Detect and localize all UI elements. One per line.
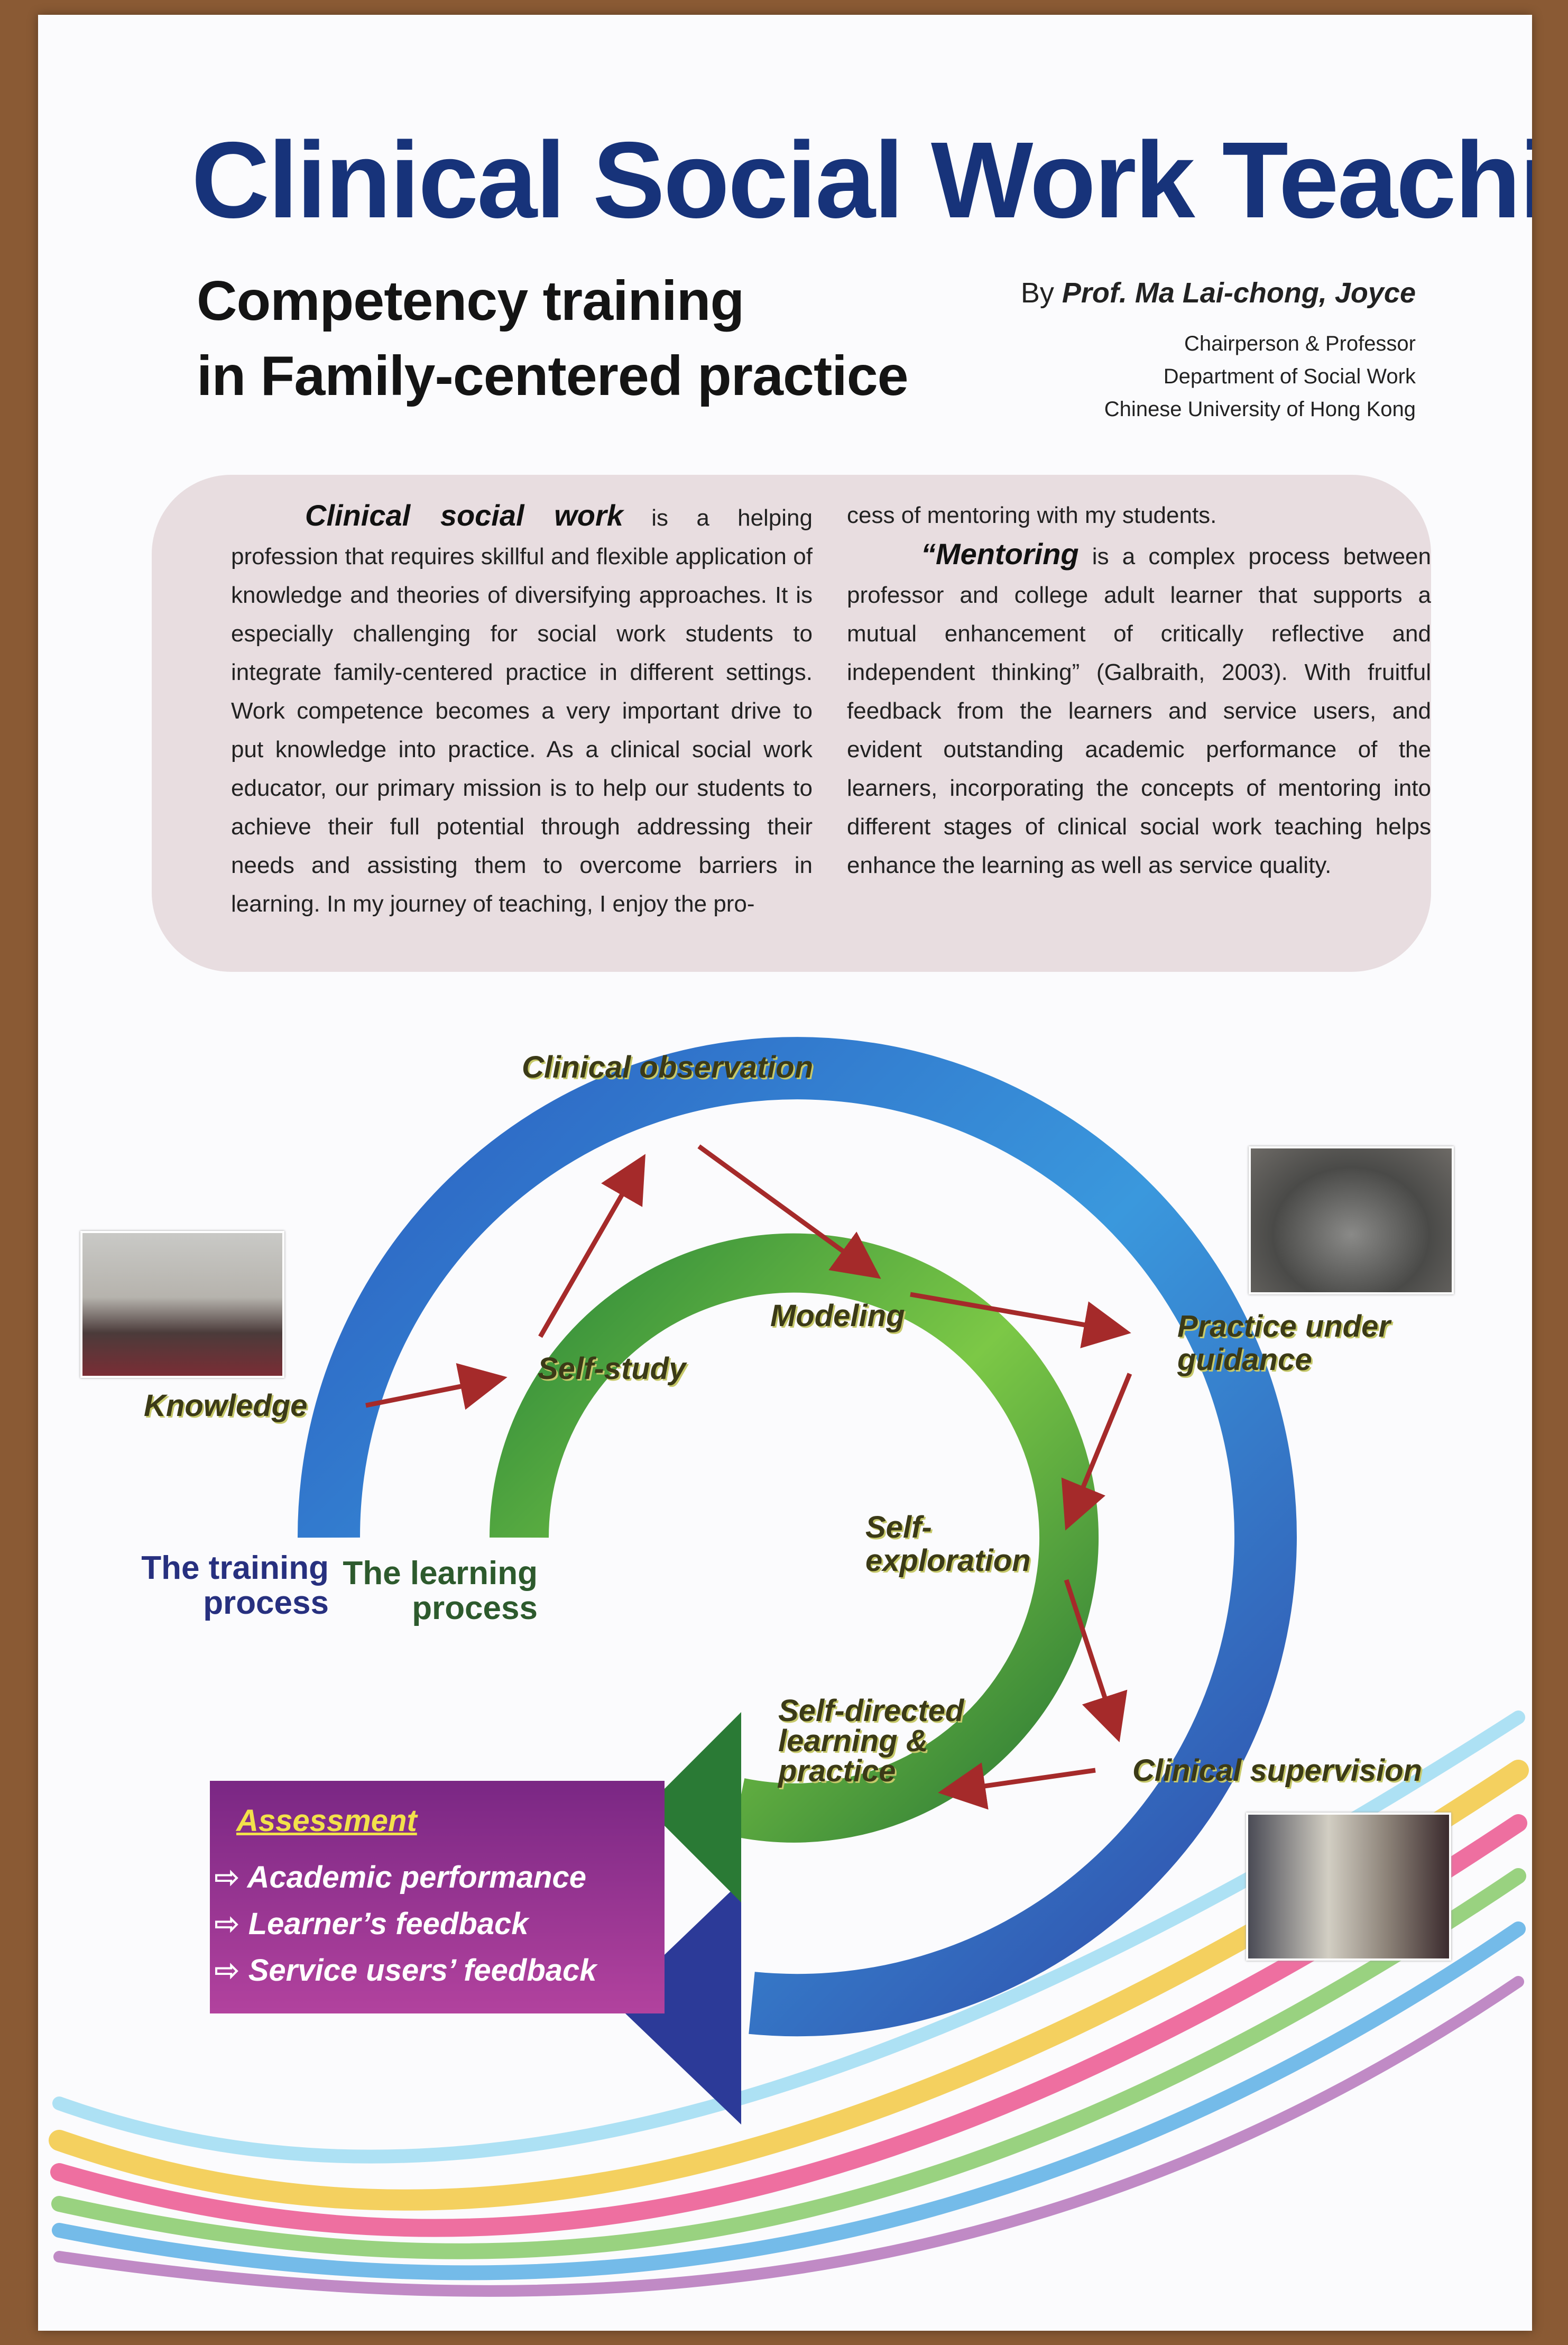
assessment-item-text: Learner’s feedback [248, 1907, 529, 1941]
label-self-directed-line-1: Self-directed [778, 1694, 964, 1728]
learning-process-line-2: process [412, 1589, 538, 1626]
poster-title: Clinical Social Work Teaching [191, 119, 1532, 241]
classroom-lecture-photo [80, 1231, 284, 1378]
intro-left-lead: Clinical social work [305, 499, 623, 532]
training-process-label: The training process [139, 1551, 329, 1620]
assessment-item-learner: ⇨ Learner’s feedback [214, 1906, 529, 1942]
arrow-self-study-to-observation [538, 1154, 645, 1338]
label-self-exploration-line-1: Self- [865, 1510, 932, 1544]
author-byline: By Prof. Ma Lai-chong, Joyce [1021, 277, 1416, 309]
intro-right-column: cess of mentoring with my students. “Men… [847, 496, 1431, 885]
poster: Clinical Social Work Teaching Competency… [38, 15, 1532, 2331]
intro-right-lead: “Mentoring [921, 537, 1079, 571]
label-practice-line-1: Practice under [1177, 1309, 1390, 1344]
label-practice-line-2: guidance [1177, 1342, 1312, 1377]
learning-process-label: The learning process [337, 1556, 538, 1625]
label-self-study: Self-study [538, 1351, 686, 1386]
rainbow-swoosh-decoration [49, 1711, 1529, 2297]
affiliation-department: Department of Social Work [1163, 365, 1416, 388]
group-practice-photo [1249, 1146, 1454, 1294]
byline-prefix: By [1020, 277, 1054, 309]
assessment-item-text: Service users’ feedback [248, 1953, 597, 1988]
subtitle-line-2: in Family-centered practice [197, 345, 909, 408]
intro-right-text: is a complex process between professor a… [847, 544, 1431, 878]
label-clinical-supervision: Clinical supervision [1132, 1753, 1422, 1788]
assessment-item-service-users: ⇨ Service users’ feedback [214, 1952, 597, 1988]
training-process-line-2: process [203, 1584, 329, 1621]
intro-left-column: Clinical social work is a helping profes… [231, 496, 813, 923]
arrow-bullet-icon: ⇨ [214, 1860, 240, 1895]
label-clinical-observation: Clinical observation [522, 1050, 814, 1084]
introduction-box: Clinical social work is a helping profes… [152, 475, 1431, 972]
arrow-practice-to-self-exploration [1061, 1373, 1132, 1531]
arrow-observation-to-modeling [697, 1144, 881, 1279]
learning-process-line-1: The learning [343, 1555, 538, 1592]
intro-left-text: is a helping profession that requires sk… [231, 505, 813, 917]
label-self-directed-line-3: practice [778, 1753, 896, 1788]
learning-process-arrowhead [646, 1712, 741, 1902]
training-process-arrowhead [614, 1881, 741, 2125]
poster-subtitle: Competency training in Family-centered p… [197, 263, 909, 413]
assessment-item-academic: ⇨ Academic performance [214, 1859, 586, 1895]
supervision-session-photo [1246, 1813, 1451, 1961]
label-modeling: Modeling [770, 1299, 905, 1333]
arrow-knowledge-to-self-study [365, 1363, 508, 1410]
affiliation-university: Chinese University of Hong Kong [1104, 398, 1416, 421]
subtitle-line-1: Competency training [197, 270, 744, 332]
training-process-arc [298, 1037, 1297, 2037]
assessment-item-text: Academic performance [247, 1860, 587, 1895]
assessment-box: Assessment ⇨ Academic performance ⇨ Lear… [210, 1781, 665, 2013]
intro-right-continuation: cess of mentoring with my students. [847, 502, 1217, 528]
training-process-line-1: The training [141, 1550, 329, 1586]
training-learning-cycle-diagram [49, 1037, 1529, 2297]
arrow-bullet-icon: ⇨ [214, 1907, 240, 1941]
label-practice-under-guidance: Practice under guidance [1177, 1310, 1390, 1376]
assessment-title: Assessment [236, 1804, 417, 1838]
flow-arrows [365, 1144, 1132, 1810]
affiliation-title: Chairperson & Professor [1184, 332, 1416, 355]
label-self-directed-line-2: learning & [778, 1723, 928, 1758]
label-self-exploration: Self- exploration [865, 1511, 1031, 1577]
label-self-directed-learning: Self-directed learning & practice [778, 1696, 964, 1786]
arrow-modeling-to-practice [910, 1292, 1131, 1348]
arrow-bullet-icon: ⇨ [214, 1953, 240, 1988]
arrow-self-exploration-to-supervision [1064, 1579, 1128, 1743]
author-name: Prof. Ma Lai-chong, Joyce [1062, 277, 1416, 309]
label-self-exploration-line-2: exploration [865, 1543, 1031, 1578]
label-knowledge: Knowledge [144, 1388, 308, 1423]
arrow-supervision-to-self-directed [938, 1762, 1096, 1810]
